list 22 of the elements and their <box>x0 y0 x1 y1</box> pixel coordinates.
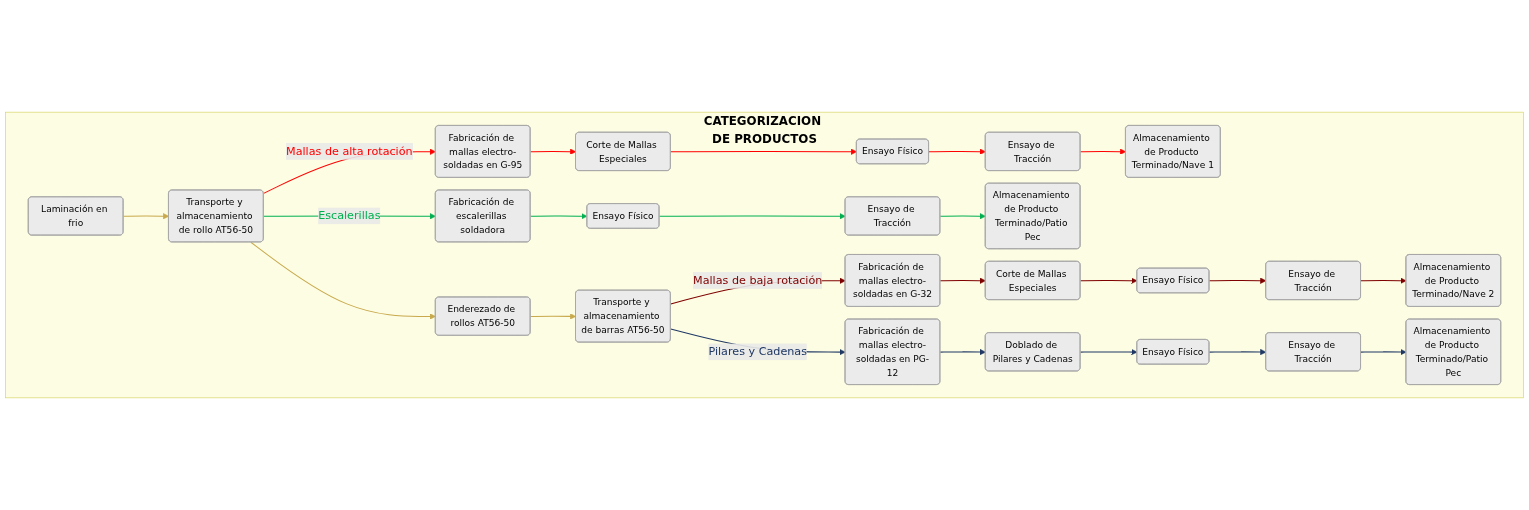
arrow <box>530 148 577 155</box>
arrow <box>1208 349 1267 356</box>
arrow <box>1079 349 1138 356</box>
arrow <box>658 213 846 220</box>
edge-label: Mallas de alta rotación <box>286 144 413 158</box>
arrow <box>928 148 986 155</box>
arrow <box>939 349 986 356</box>
arrow <box>939 277 986 284</box>
arrow <box>1079 277 1138 284</box>
arrow <box>1360 349 1407 356</box>
arrow <box>250 241 436 320</box>
arrow <box>1079 148 1127 155</box>
arrow <box>670 148 857 155</box>
arrow <box>530 313 577 320</box>
edge-label: Escalerillas <box>318 208 381 223</box>
arrow <box>530 213 588 220</box>
edge-label: Pilares y Cadenas <box>708 344 807 359</box>
arrow <box>1360 277 1407 284</box>
arrow <box>122 213 170 220</box>
arrow <box>1208 277 1267 284</box>
arrow <box>939 213 986 220</box>
edge-label: Mallas de baja rotación <box>693 273 823 287</box>
